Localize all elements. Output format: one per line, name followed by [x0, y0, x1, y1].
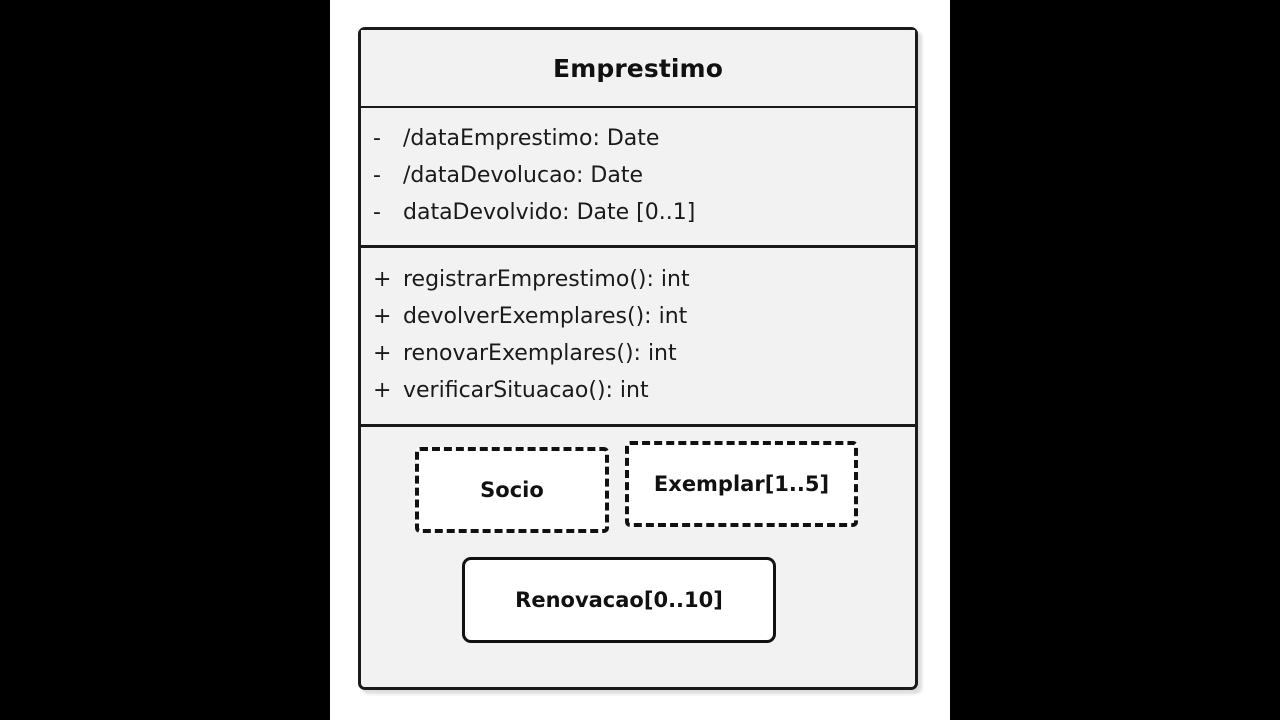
- operation-row[interactable]: + devolverExemplares(): int: [361, 298, 915, 335]
- visibility-marker: +: [373, 267, 392, 292]
- operations-compartment: + registrarEmprestimo(): int + devolverE…: [361, 248, 915, 427]
- visibility-marker: +: [373, 341, 392, 366]
- operation-signature: renovarExemplares(): int: [403, 341, 677, 366]
- operation-row[interactable]: + renovarExemplares(): int: [361, 335, 915, 372]
- visibility-marker: +: [373, 378, 392, 403]
- operation-signature: verificarSituacao(): int: [403, 378, 649, 403]
- operation-row[interactable]: + registrarEmprestimo(): int: [361, 261, 915, 298]
- visibility-marker: -: [373, 163, 381, 188]
- letterbox-left: [0, 0, 330, 720]
- operation-signature: registrarEmprestimo(): int: [403, 267, 690, 292]
- internal-structure-compartment: Socio Exemplar[1..5] Renovacao[0..10]: [361, 427, 915, 687]
- attribute-row[interactable]: - /dataDevolucao: Date: [361, 157, 915, 194]
- diagram-page: Emprestimo - /dataEmprestimo: Date - /da…: [330, 0, 950, 720]
- visibility-marker: -: [373, 126, 381, 151]
- attributes-compartment: - /dataEmprestimo: Date - /dataDevolucao…: [361, 108, 915, 248]
- operation-row[interactable]: + verificarSituacao(): int: [361, 372, 915, 409]
- visibility-marker: +: [373, 304, 392, 329]
- part-label: Renovacao[0..10]: [515, 588, 723, 612]
- attribute-signature: dataDevolvido: Date [0..1]: [403, 200, 696, 225]
- attribute-row[interactable]: - /dataEmprestimo: Date: [361, 120, 915, 157]
- letterbox-right: [950, 0, 1280, 720]
- part-exemplar[interactable]: Exemplar[1..5]: [625, 441, 858, 527]
- part-label: Socio: [480, 478, 544, 502]
- attribute-row[interactable]: - dataDevolvido: Date [0..1]: [361, 194, 915, 231]
- attribute-signature: /dataDevolucao: Date: [403, 163, 644, 188]
- uml-class-emprestimo[interactable]: Emprestimo - /dataEmprestimo: Date - /da…: [358, 27, 918, 690]
- part-label: Exemplar[1..5]: [653, 472, 830, 496]
- part-socio[interactable]: Socio: [415, 447, 609, 533]
- operation-signature: devolverExemplares(): int: [403, 304, 688, 329]
- part-renovacao[interactable]: Renovacao[0..10]: [462, 557, 776, 643]
- class-name-compartment: Emprestimo: [361, 30, 915, 108]
- class-name-label: Emprestimo: [553, 53, 723, 83]
- visibility-marker: -: [373, 200, 381, 225]
- attribute-signature: /dataEmprestimo: Date: [403, 126, 660, 151]
